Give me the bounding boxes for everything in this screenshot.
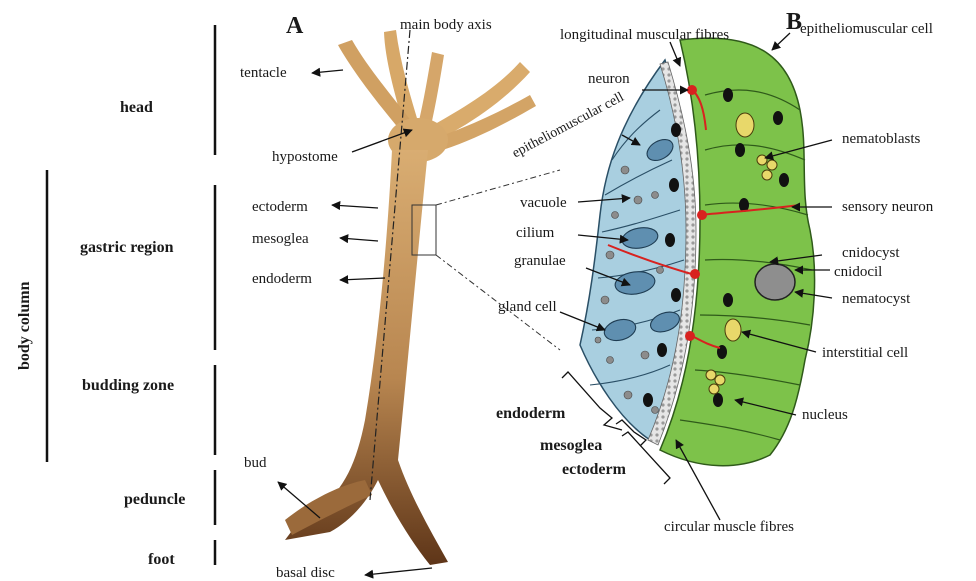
- region-head: head: [120, 100, 153, 116]
- label-cnidocyst: cnidocyst: [842, 246, 900, 261]
- bracket-label-mesoglea: mesoglea: [540, 438, 602, 454]
- label-neuron: neuron: [588, 72, 630, 87]
- label-nematoblasts: nematoblasts: [842, 132, 920, 147]
- label-vacuole: vacuole: [520, 196, 567, 211]
- label-circular-muscle-fibres: circular muscle fibres: [664, 520, 794, 535]
- region-budding-zone: budding zone: [82, 378, 174, 394]
- region-gastric: gastric region: [80, 240, 173, 256]
- label-cnidocil: cnidocil: [834, 265, 882, 280]
- label-epitheliomuscular-cell-right: epitheliomuscular cell: [800, 22, 933, 37]
- label-endoderm: endoderm: [252, 272, 312, 287]
- region-body-column: body column: [16, 282, 34, 370]
- label-cilium: cilium: [516, 226, 554, 241]
- region-foot: foot: [148, 552, 175, 568]
- label-hypostome: hypostome: [272, 150, 338, 165]
- label-tentacle: tentacle: [240, 66, 287, 81]
- label-sensory-neuron: sensory neuron: [842, 200, 933, 215]
- label-longitudinal-muscular-fibres: longitudinal muscular fibres: [560, 28, 729, 43]
- nematocyst-capsule: [755, 264, 795, 300]
- label-ectoderm: ectoderm: [252, 200, 308, 215]
- label-basal-disc: basal disc: [276, 566, 335, 581]
- label-bud: bud: [244, 456, 267, 471]
- label-mesoglea: mesoglea: [252, 232, 309, 247]
- bracket-label-ectoderm: ectoderm: [562, 462, 626, 478]
- label-main-body-axis: main body axis: [400, 18, 492, 33]
- panel-a-label: A: [286, 14, 303, 38]
- label-granulae: granulae: [514, 254, 566, 269]
- region-peduncle: peduncle: [124, 492, 185, 508]
- label-interstitial-cell: interstitial cell: [822, 346, 908, 361]
- label-nucleus: nucleus: [802, 408, 848, 423]
- bracket-label-endoderm: endoderm: [496, 406, 565, 422]
- hydra-body: [285, 30, 560, 565]
- label-gland-cell: gland cell: [498, 300, 557, 315]
- label-nematocyst: nematocyst: [842, 292, 910, 307]
